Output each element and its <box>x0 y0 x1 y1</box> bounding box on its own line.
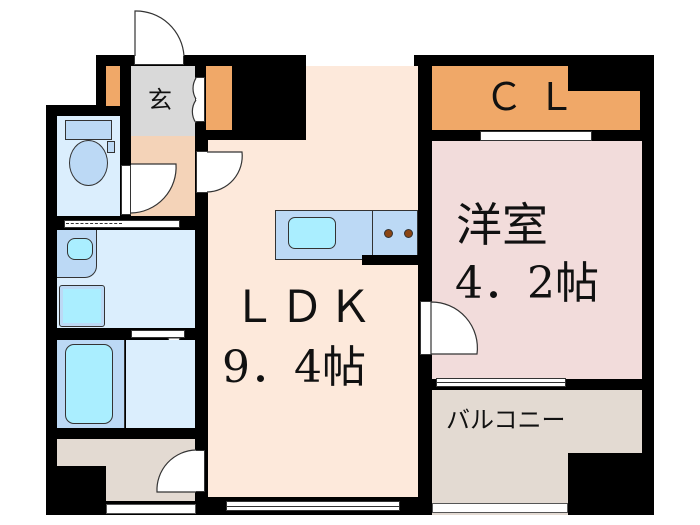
wash-basin-icon <box>67 238 93 260</box>
bathtub-icon <box>65 344 113 424</box>
entrance-storage-left <box>106 66 120 106</box>
room-entrance <box>131 66 195 136</box>
western-name-label: 洋室 <box>456 198 548 252</box>
window-rail <box>436 382 566 383</box>
toilet-bowl-icon <box>69 140 108 186</box>
ldk-top-fill <box>306 66 418 146</box>
sliding-door-dashes <box>66 223 122 224</box>
bottom-left-rail <box>106 504 196 514</box>
storage-pillar <box>46 466 106 515</box>
balcony-pillar <box>568 453 654 515</box>
closet-label: ＣＬ <box>485 75 590 119</box>
toilet-paper-holder <box>107 141 115 153</box>
kitchen-divider <box>372 210 373 260</box>
entrance-shoe-storage <box>206 66 232 130</box>
western-door-swing-icon <box>430 301 478 355</box>
outer-wall-right <box>640 55 654 515</box>
shoe-storage-door[interactable] <box>195 77 205 122</box>
entrance-label: 玄 <box>148 86 172 114</box>
balcony-rail <box>432 503 568 513</box>
closet-notch <box>568 66 640 91</box>
washroom-sliding-door[interactable] <box>64 220 180 228</box>
front-door-swing-icon <box>134 10 185 57</box>
closet-door[interactable] <box>480 131 592 141</box>
ldk-wall-right <box>418 55 432 515</box>
balcony-label: バルコニー <box>446 406 566 434</box>
ldk-window-rail <box>226 506 400 507</box>
kitchen-sink <box>288 217 336 249</box>
ldk-name-label: ＬＤＫ <box>232 282 376 333</box>
western-size-label: 4．2帖 <box>455 258 599 309</box>
toilet-door-frame[interactable] <box>121 165 131 215</box>
storage-door-swing-icon <box>156 449 197 493</box>
shoe-storage-door-swing-icon <box>191 77 197 124</box>
washing-machine-icon <box>59 285 105 327</box>
kitchen-wall-stub <box>362 255 422 265</box>
room-ldk-lower <box>208 140 418 497</box>
stove-burner-icon <box>384 229 393 238</box>
ldk-door-swing-icon <box>206 151 243 193</box>
toilet-tank <box>65 120 112 140</box>
stove-burner-icon <box>404 229 413 238</box>
ldk-size-label: 9．4帖 <box>222 342 366 393</box>
bathroom-door[interactable] <box>131 330 185 338</box>
room-bathroom-wash <box>126 340 195 428</box>
toilet-door-swing-icon <box>130 163 177 214</box>
